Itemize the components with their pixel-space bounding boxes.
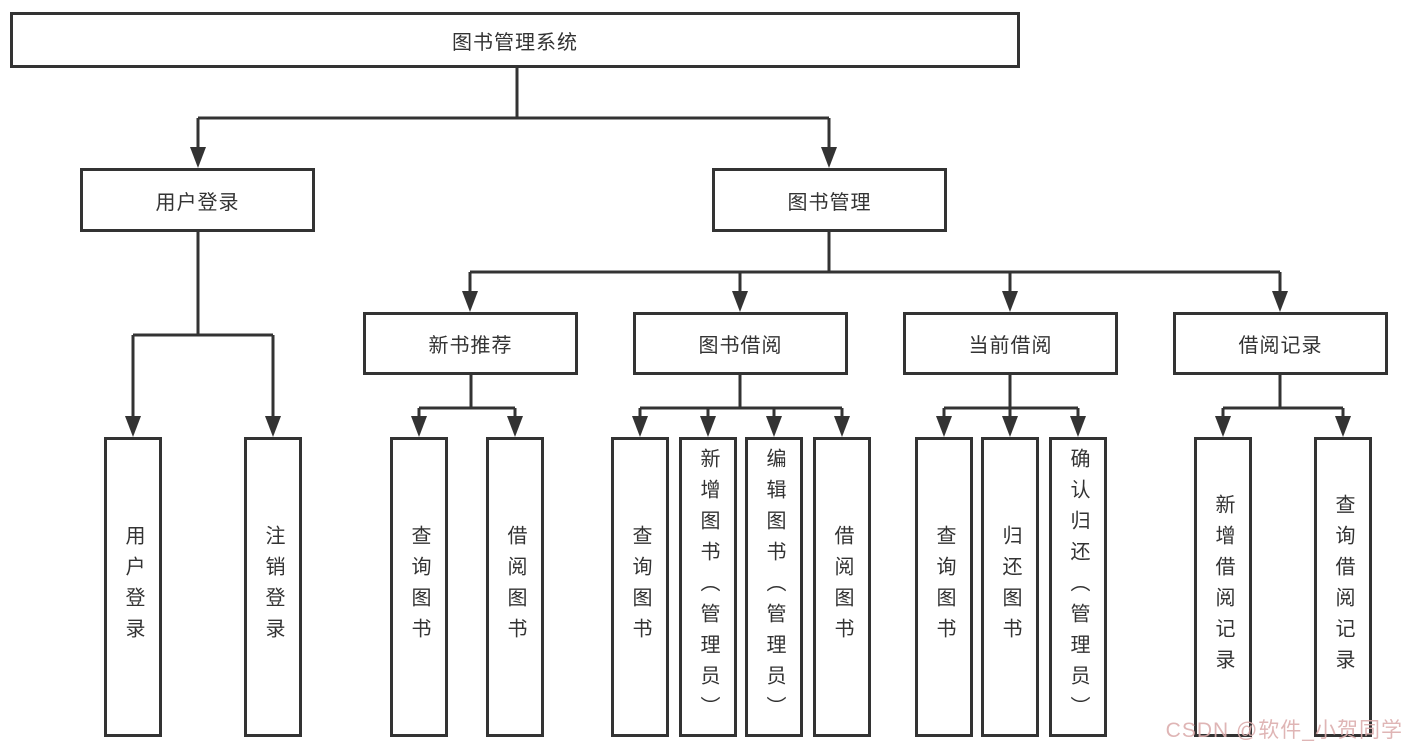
node-label: 用户登录 <box>155 191 240 214</box>
leaf-label: 新增借阅记录 <box>1212 494 1234 680</box>
node-borrow-record: 借阅记录 <box>1173 312 1388 375</box>
leaf-record-query-borrow-record: 查询借阅记录 <box>1314 437 1372 737</box>
node-label: 图书借阅 <box>698 335 783 357</box>
leaf-current-query-books: 查询图书 <box>915 437 973 737</box>
leaf-label: 新增图书（管理员） <box>697 447 719 727</box>
leaf-label: 编辑图书（管理员） <box>763 447 785 727</box>
node-new-book-recommend: 新书推荐 <box>363 312 578 375</box>
leaf-borrow-edit-books-admin: 编辑图书（管理员） <box>745 437 803 737</box>
leaf-current-confirm-return-admin: 确认归还（管理员） <box>1049 437 1107 737</box>
node-book-borrow: 图书借阅 <box>633 312 848 375</box>
node-root-label: 图书管理系统 <box>452 31 578 54</box>
leaf-label: 注销登录 <box>262 525 284 649</box>
leaf-label: 查询图书 <box>629 525 651 649</box>
leaf-borrow-borrow-books: 借阅图书 <box>813 437 871 737</box>
node-book-management-branch: 图书管理 <box>712 168 947 232</box>
node-label: 新书推荐 <box>428 335 513 357</box>
leaf-label: 查询图书 <box>408 525 430 649</box>
node-label: 借阅记录 <box>1238 335 1323 357</box>
node-label: 图书管理 <box>787 191 872 214</box>
node-label: 当前借阅 <box>968 335 1053 357</box>
node-root-system: 图书管理系统 <box>10 12 1020 68</box>
leaf-label: 借阅图书 <box>504 525 526 649</box>
leaf-user-login: 用户登录 <box>104 437 162 737</box>
leaf-label: 用户登录 <box>122 525 144 649</box>
leaf-recommend-query-books: 查询图书 <box>390 437 448 737</box>
leaf-record-add-borrow-record: 新增借阅记录 <box>1194 437 1252 737</box>
leaf-current-return-books: 归还图书 <box>981 437 1039 737</box>
leaf-borrow-query-books: 查询图书 <box>611 437 669 737</box>
node-current-borrow: 当前借阅 <box>903 312 1118 375</box>
leaf-label: 查询图书 <box>933 525 955 649</box>
leaf-label: 归还图书 <box>999 525 1021 649</box>
node-user-login-branch: 用户登录 <box>80 168 315 232</box>
leaf-logout: 注销登录 <box>244 437 302 737</box>
csdn-watermark: CSDN @软件_小贺同学 <box>1165 719 1403 742</box>
leaf-recommend-borrow-books: 借阅图书 <box>486 437 544 737</box>
leaf-label: 查询借阅记录 <box>1332 494 1354 680</box>
leaf-label: 确认归还（管理员） <box>1067 447 1089 727</box>
leaf-label: 借阅图书 <box>831 525 853 649</box>
leaf-borrow-add-books-admin: 新增图书（管理员） <box>679 437 737 737</box>
